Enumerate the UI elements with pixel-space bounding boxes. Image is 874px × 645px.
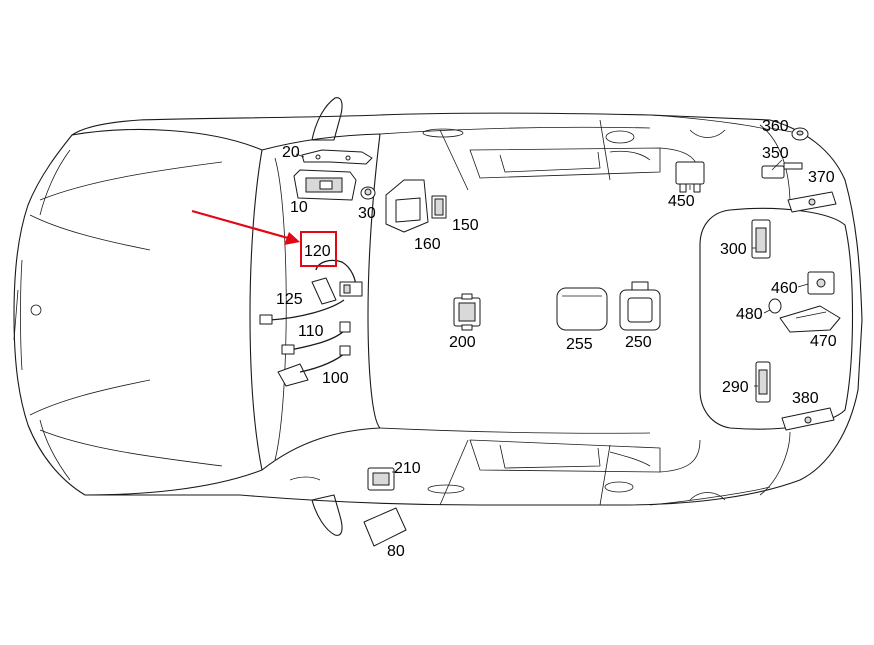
callout-480: 480	[736, 306, 763, 323]
callout-120: 120	[304, 243, 331, 260]
part-460-bracket	[807, 271, 835, 295]
callout-350: 350	[762, 145, 789, 162]
callout-370: 370	[808, 169, 835, 186]
callout-100: 100	[322, 370, 349, 387]
callout-380: 380	[792, 390, 819, 407]
part-480-grommet	[768, 298, 782, 314]
callout-300: 300	[720, 241, 747, 258]
part-100-antenna	[277, 345, 351, 387]
callout-200: 200	[449, 334, 476, 351]
callout-110: 110	[298, 323, 324, 340]
highlight-box	[300, 231, 337, 267]
part-370-rail	[787, 191, 837, 213]
callout-10: 10	[290, 199, 308, 216]
part-125-cable	[259, 299, 345, 325]
part-150-connector	[431, 195, 447, 219]
callout-460: 460	[771, 280, 798, 297]
highlight-120	[191, 209, 337, 267]
callout-30: 30	[358, 205, 376, 222]
part-300-module	[751, 219, 771, 259]
part-20-bracket	[301, 149, 373, 165]
part-30-grommet	[360, 186, 376, 200]
callout-20: 20	[282, 144, 300, 161]
callout-150: 150	[452, 217, 479, 234]
part-210-module	[367, 467, 395, 491]
part-110-cable	[281, 321, 351, 355]
part-120-sensor	[311, 259, 363, 305]
callout-470: 470	[810, 333, 837, 350]
part-250-frame	[619, 281, 661, 331]
part-380-rail	[781, 407, 835, 431]
part-360-clip	[791, 127, 809, 141]
part-290-sensor	[755, 361, 771, 403]
part-470-bracket	[779, 305, 841, 333]
callout-210: 210	[394, 460, 421, 477]
callout-450: 450	[668, 193, 695, 210]
part-160-module	[385, 179, 429, 233]
part-10-control-unit	[293, 169, 357, 201]
car-body-outline	[13, 97, 863, 536]
part-255-cover	[556, 287, 608, 331]
callout-160: 160	[414, 236, 441, 253]
leader-lines	[295, 127, 809, 473]
part-450-bracket	[675, 161, 705, 193]
callout-125: 125	[276, 291, 303, 308]
callout-250: 250	[625, 334, 652, 351]
part-80-panel	[363, 507, 407, 547]
callout-255: 255	[566, 336, 593, 353]
highlight-arrow-line	[191, 209, 289, 240]
part-200-module	[453, 293, 481, 331]
highlight-arrowhead	[284, 232, 300, 245]
part-350-sensor	[761, 162, 803, 179]
callout-360: 360	[762, 118, 789, 135]
callout-290: 290	[722, 379, 749, 396]
callout-80: 80	[387, 543, 405, 560]
